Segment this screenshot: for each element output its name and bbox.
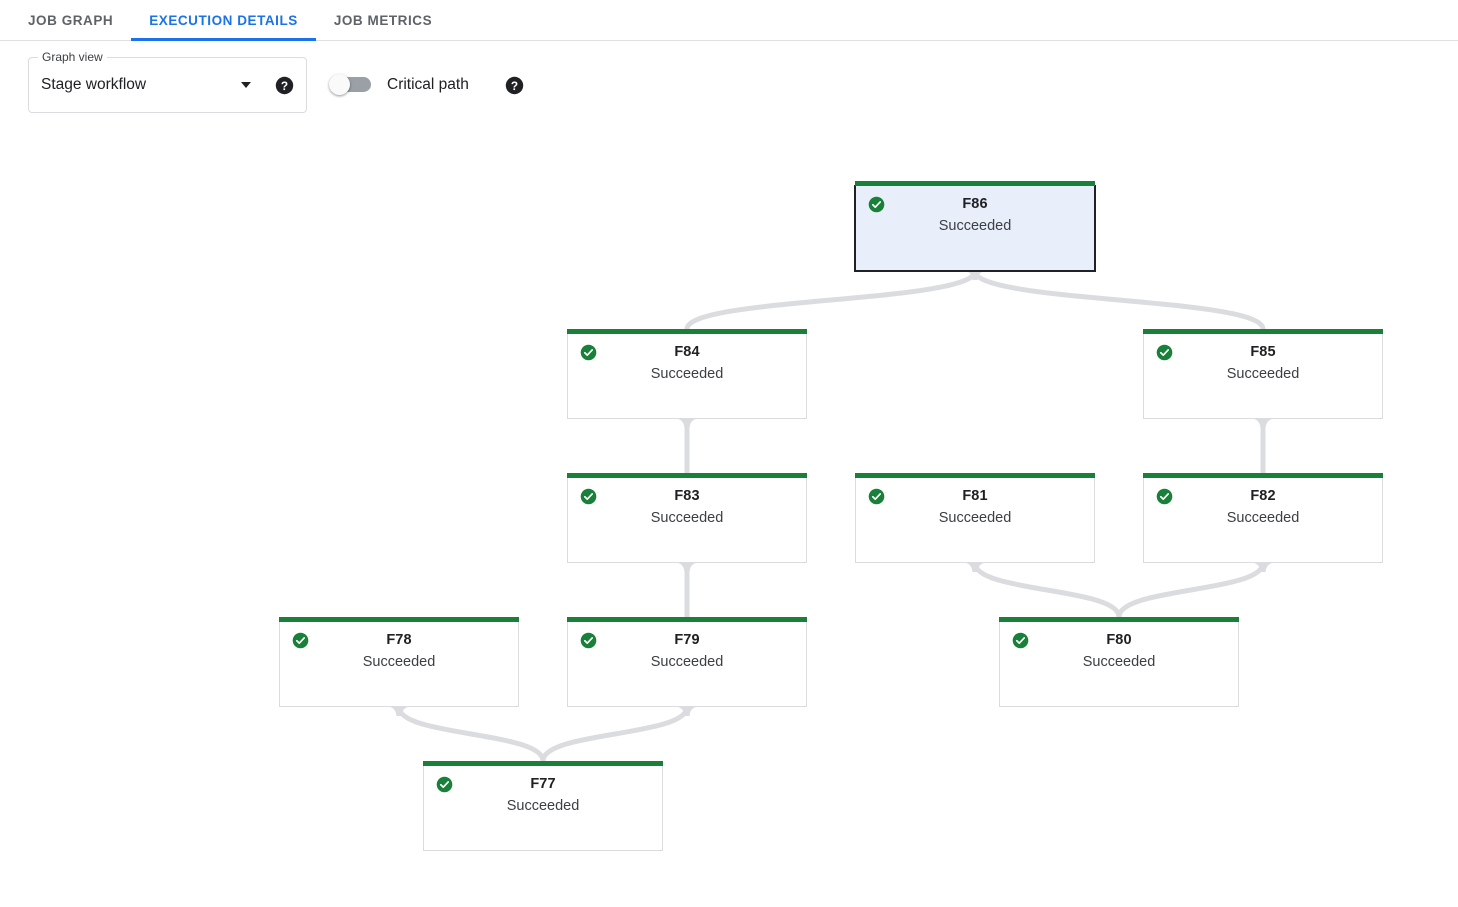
svg-text:?: ? bbox=[511, 78, 518, 92]
graph-edge-f83-f79 bbox=[678, 563, 696, 617]
tab-job-graph[interactable]: JOB GRAPH bbox=[10, 0, 131, 40]
graph-edge-f82-f80 bbox=[1116, 562, 1272, 618]
node-status-text: Succeeded bbox=[1082, 654, 1156, 670]
node-status-bar bbox=[567, 617, 807, 622]
node-status-bar bbox=[1143, 473, 1383, 478]
chevron-down-icon[interactable] bbox=[241, 82, 251, 88]
critical-path-label: Critical path bbox=[387, 76, 469, 93]
graph-edge-f84-f83 bbox=[678, 419, 696, 473]
check-circle-icon bbox=[292, 632, 309, 649]
node-status-text: Succeeded bbox=[650, 510, 724, 526]
graph-edge-f86-f84 bbox=[684, 269, 984, 331]
tab-job-metrics-label: JOB METRICS bbox=[333, 12, 433, 28]
node-status-text: Succeeded bbox=[938, 510, 1012, 526]
node-status-bar bbox=[855, 181, 1095, 186]
check-circle-icon bbox=[580, 488, 597, 505]
node-status-text: Succeeded bbox=[506, 798, 580, 814]
check-circle-icon bbox=[580, 344, 597, 361]
critical-path-toggle-group: Critical path ? bbox=[329, 74, 524, 96]
node-status-bar bbox=[279, 617, 519, 622]
node-title: F84 bbox=[674, 344, 700, 360]
graph-view-help-icon[interactable]: ? bbox=[275, 76, 294, 95]
tab-job-graph-label: JOB GRAPH bbox=[28, 12, 114, 28]
node-status-bar bbox=[423, 761, 663, 766]
tab-bar: JOB GRAPH EXECUTION DETAILS JOB METRICS bbox=[0, 0, 1458, 41]
check-circle-icon bbox=[1156, 488, 1173, 505]
toggle-knob bbox=[329, 74, 350, 95]
node-status-bar bbox=[567, 473, 807, 478]
node-title: F77 bbox=[530, 776, 556, 792]
check-circle-icon bbox=[1012, 632, 1029, 649]
node-status-bar bbox=[999, 617, 1239, 622]
graph-view-select[interactable]: Graph view Stage workflow ? bbox=[28, 50, 307, 113]
node-status-text: Succeeded bbox=[650, 654, 724, 670]
node-title: F81 bbox=[962, 488, 988, 504]
critical-path-toggle[interactable] bbox=[329, 74, 373, 96]
node-status-text: Succeeded bbox=[650, 366, 724, 382]
node-title: F79 bbox=[674, 632, 700, 648]
node-title: F83 bbox=[674, 488, 700, 504]
node-title: F82 bbox=[1250, 488, 1276, 504]
tab-execution-details-label: EXECUTION DETAILS bbox=[149, 12, 298, 28]
graph-edge-f79-f77 bbox=[540, 706, 696, 762]
check-circle-icon bbox=[436, 776, 453, 793]
node-status-bar bbox=[1143, 329, 1383, 334]
graph-edge-f85-f82 bbox=[1254, 419, 1272, 473]
node-status-bar bbox=[567, 329, 807, 334]
svg-text:?: ? bbox=[281, 78, 288, 92]
check-circle-icon bbox=[580, 632, 597, 649]
node-status-text: Succeeded bbox=[1226, 366, 1300, 382]
node-status-text: Succeeded bbox=[938, 218, 1012, 234]
graph-view-value: Stage workflow bbox=[41, 76, 147, 93]
graph-edge-f86-f85 bbox=[966, 269, 1266, 331]
check-circle-icon bbox=[868, 488, 885, 505]
tab-job-metrics[interactable]: JOB METRICS bbox=[316, 0, 450, 40]
graph-view-label: Graph view bbox=[38, 50, 107, 64]
check-circle-icon bbox=[1156, 344, 1173, 361]
node-status-text: Succeeded bbox=[362, 654, 436, 670]
check-circle-icon bbox=[868, 196, 885, 213]
graph-edge-f78-f77 bbox=[390, 706, 546, 762]
node-title: F86 bbox=[962, 196, 988, 212]
critical-path-help-icon[interactable]: ? bbox=[505, 76, 524, 95]
controls-row: Graph view Stage workflow ? Critical pat… bbox=[0, 41, 1458, 129]
node-title: F85 bbox=[1250, 344, 1276, 360]
graph-edge-f81-f80 bbox=[966, 562, 1122, 618]
node-title: F80 bbox=[1106, 632, 1132, 648]
node-title: F78 bbox=[386, 632, 412, 648]
node-status-bar bbox=[855, 473, 1095, 478]
node-status-text: Succeeded bbox=[1226, 510, 1300, 526]
tab-execution-details[interactable]: EXECUTION DETAILS bbox=[131, 0, 316, 41]
